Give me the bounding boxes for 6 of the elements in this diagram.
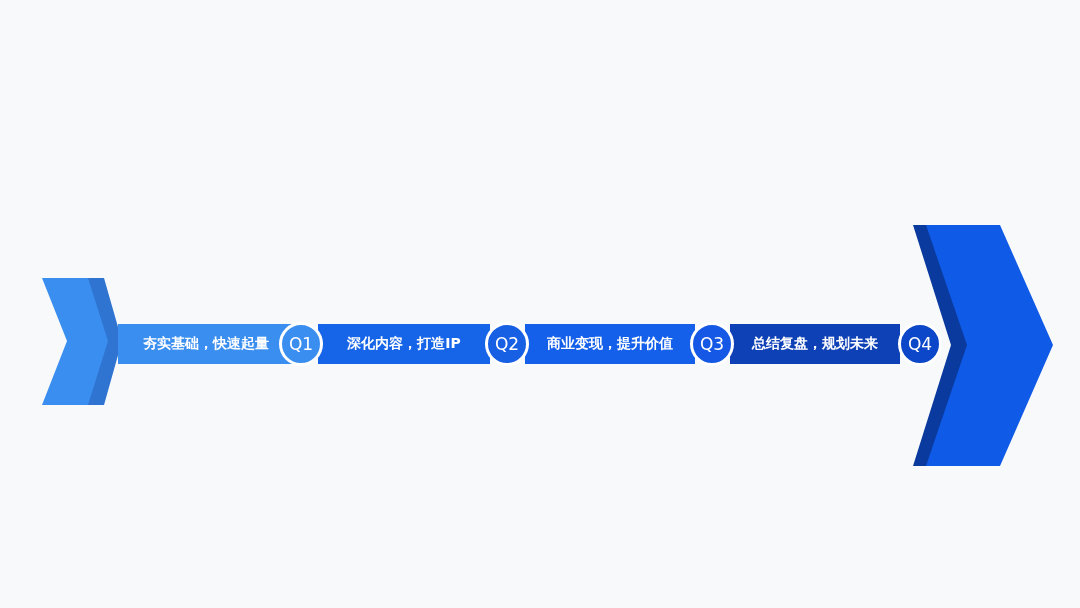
quarter-circle: Q4: [898, 322, 942, 366]
band-segment: 深化内容，打造IP: [318, 324, 490, 364]
quarter-circle: Q3: [690, 322, 734, 366]
quarter-circle: Q2: [485, 322, 529, 366]
band-segment: 总结复盘，规划未来: [730, 324, 900, 364]
band-segment: 商业变现，提升价值: [525, 324, 695, 364]
